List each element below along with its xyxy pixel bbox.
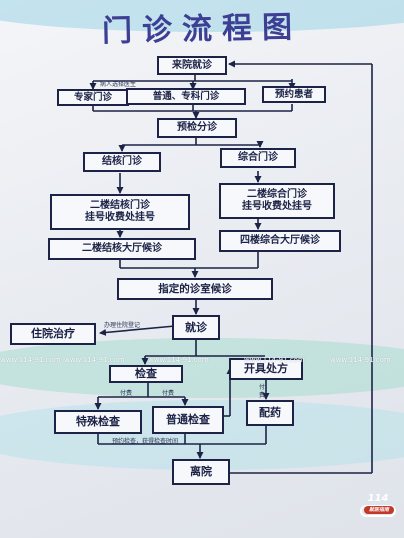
label-patient-choose-doctor: 病人选择医生 xyxy=(100,81,137,88)
node-exam: 检查 xyxy=(109,365,183,383)
node-arrive: 来院就诊 xyxy=(157,56,227,75)
node-general-register-line1: 二楼综合门诊 xyxy=(247,189,307,200)
node-expert-clinic: 专家门诊 xyxy=(57,89,129,106)
label-pay-dispense-1: 付 xyxy=(259,384,266,391)
node-general-register: 二楼综合门诊 挂号收费处挂号 xyxy=(219,183,335,219)
brand-logo-sub: 就医指南 xyxy=(364,506,394,514)
label-pay-left: 付费 xyxy=(120,390,133,397)
node-general-specialist-clinic: 普通、专科门诊 xyxy=(126,88,246,105)
watermark-4: www.114-91.com xyxy=(244,356,305,364)
watermark-1: www.114-91.com xyxy=(0,356,61,364)
decor-band-top xyxy=(0,0,404,32)
node-appointment-patient: 预约患者 xyxy=(262,86,326,103)
node-general-exam: 普通检查 xyxy=(152,406,224,434)
node-tb-register: 二楼结核门诊 挂号收费处挂号 xyxy=(50,194,190,230)
node-general-hall-wait: 四楼综合大厅候诊 xyxy=(219,230,341,252)
node-consult: 就诊 xyxy=(172,315,220,340)
node-tb-clinic: 结核门诊 xyxy=(83,152,161,172)
node-tb-register-line2: 挂号收费处挂号 xyxy=(85,212,155,223)
node-special-exam: 特殊检查 xyxy=(54,410,142,434)
node-general-register-line2: 挂号收费处挂号 xyxy=(242,201,312,212)
node-triage: 预检分诊 xyxy=(157,118,237,138)
label-admission-registration: 办理住院登记 xyxy=(104,322,141,329)
label-reserve-exam-time: 预约检查，获得检查时间 xyxy=(112,438,179,445)
brand-logo-number: 114 xyxy=(367,493,389,504)
label-pay-right: 付费 xyxy=(162,390,175,397)
watermark-2: www.114-91.com xyxy=(64,356,125,364)
node-prescribe: 开具处方 xyxy=(229,358,303,380)
node-dispense: 配药 xyxy=(246,400,294,426)
node-general-clinic: 综合门诊 xyxy=(220,148,296,168)
watermark-3: www.114-91.com xyxy=(148,356,209,364)
node-room-wait: 指定的诊室候诊 xyxy=(117,278,273,300)
node-leave: 离院 xyxy=(172,459,230,485)
label-pay-dispense-2: 费 xyxy=(259,392,266,399)
node-tb-hall-wait: 二楼结核大厅候诊 xyxy=(48,238,196,260)
decor-band-mid xyxy=(0,338,404,398)
watermark-5: www.114-91.com xyxy=(330,356,391,364)
brand-logo: 114 就医指南 xyxy=(358,493,398,523)
node-tb-register-line1: 二楼结核门诊 xyxy=(90,200,150,211)
node-inpatient: 住院治疗 xyxy=(10,323,96,345)
